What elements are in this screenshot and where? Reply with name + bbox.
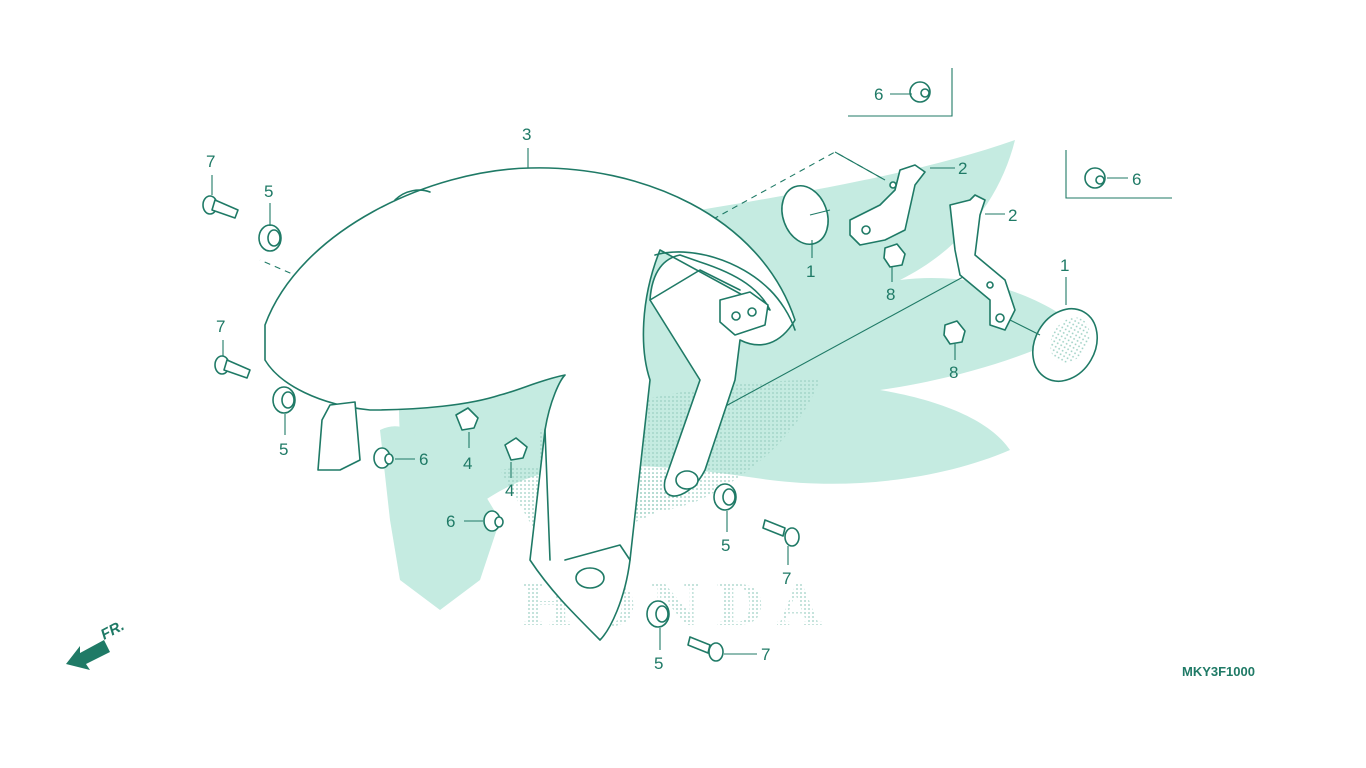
- bolt-mid-left: [214, 355, 251, 379]
- front-fender: [264, 167, 796, 641]
- collar-b: [504, 437, 528, 461]
- callout-nut-right-stay: 8: [949, 363, 958, 382]
- clip-right-inset: [1084, 167, 1106, 189]
- callout-clip-right-inset: 6: [1132, 170, 1141, 189]
- callout-reflector-right: 1: [1060, 256, 1069, 275]
- callout-bolt-top-left: 7: [206, 152, 215, 171]
- bolt-right-mid: [762, 519, 800, 547]
- callout-grommet-bottom: 5: [654, 654, 663, 673]
- callout-stay-left: 2: [958, 159, 967, 178]
- callout-clip-top-inset: 6: [874, 85, 883, 104]
- bolt-top-left: [202, 195, 239, 219]
- callout-grommet-mid-left: 5: [279, 440, 288, 459]
- callout-collar-a: 4: [463, 454, 472, 473]
- clip-top-inset: [909, 81, 931, 103]
- callout-clip-lower-left: 6: [419, 450, 428, 469]
- reflector-stay-right: [949, 194, 1016, 331]
- front-direction-arrow: FR.: [66, 617, 127, 670]
- nut-left-stay: [883, 243, 906, 268]
- grommet-top-left: [258, 224, 282, 252]
- reflector-right: [1009, 308, 1098, 382]
- collar-a: [455, 407, 479, 431]
- drawing-code: MKY3F1000: [1182, 664, 1255, 679]
- callouts: 3 7 5 7 5 6 4 4 6 5 7 5 7 6 2 1 8 6 2 1 …: [206, 85, 1141, 673]
- callout-reflector-left: 1: [806, 262, 815, 281]
- callout-bolt-mid-left: 7: [216, 317, 225, 336]
- clip-center: [483, 510, 504, 532]
- inset-brackets: [848, 68, 1172, 199]
- callout-fender: 3: [522, 125, 531, 144]
- reflector-stay-left: [849, 164, 926, 246]
- nut-right-stay: [943, 320, 966, 345]
- grommet-bottom: [646, 600, 670, 628]
- callout-nut-left-stay: 8: [886, 285, 895, 304]
- grommet-mid-left: [272, 386, 296, 414]
- callout-grommet-right-mid: 5: [721, 536, 730, 555]
- grommet-right-mid: [713, 483, 737, 511]
- callout-grommet-top-left: 5: [264, 182, 273, 201]
- callout-stay-right: 2: [1008, 206, 1017, 225]
- leader-lines: [211, 93, 1128, 655]
- callout-clip-center: 6: [446, 512, 455, 531]
- clip-lower-left: [373, 447, 394, 469]
- callout-bolt-bottom: 7: [761, 645, 770, 664]
- reflector-left: [781, 185, 831, 245]
- front-direction-label: FR.: [98, 617, 127, 643]
- bolt-bottom: [687, 636, 724, 662]
- callout-collar-b: 4: [505, 481, 514, 500]
- callout-bolt-right-mid: 7: [782, 569, 791, 588]
